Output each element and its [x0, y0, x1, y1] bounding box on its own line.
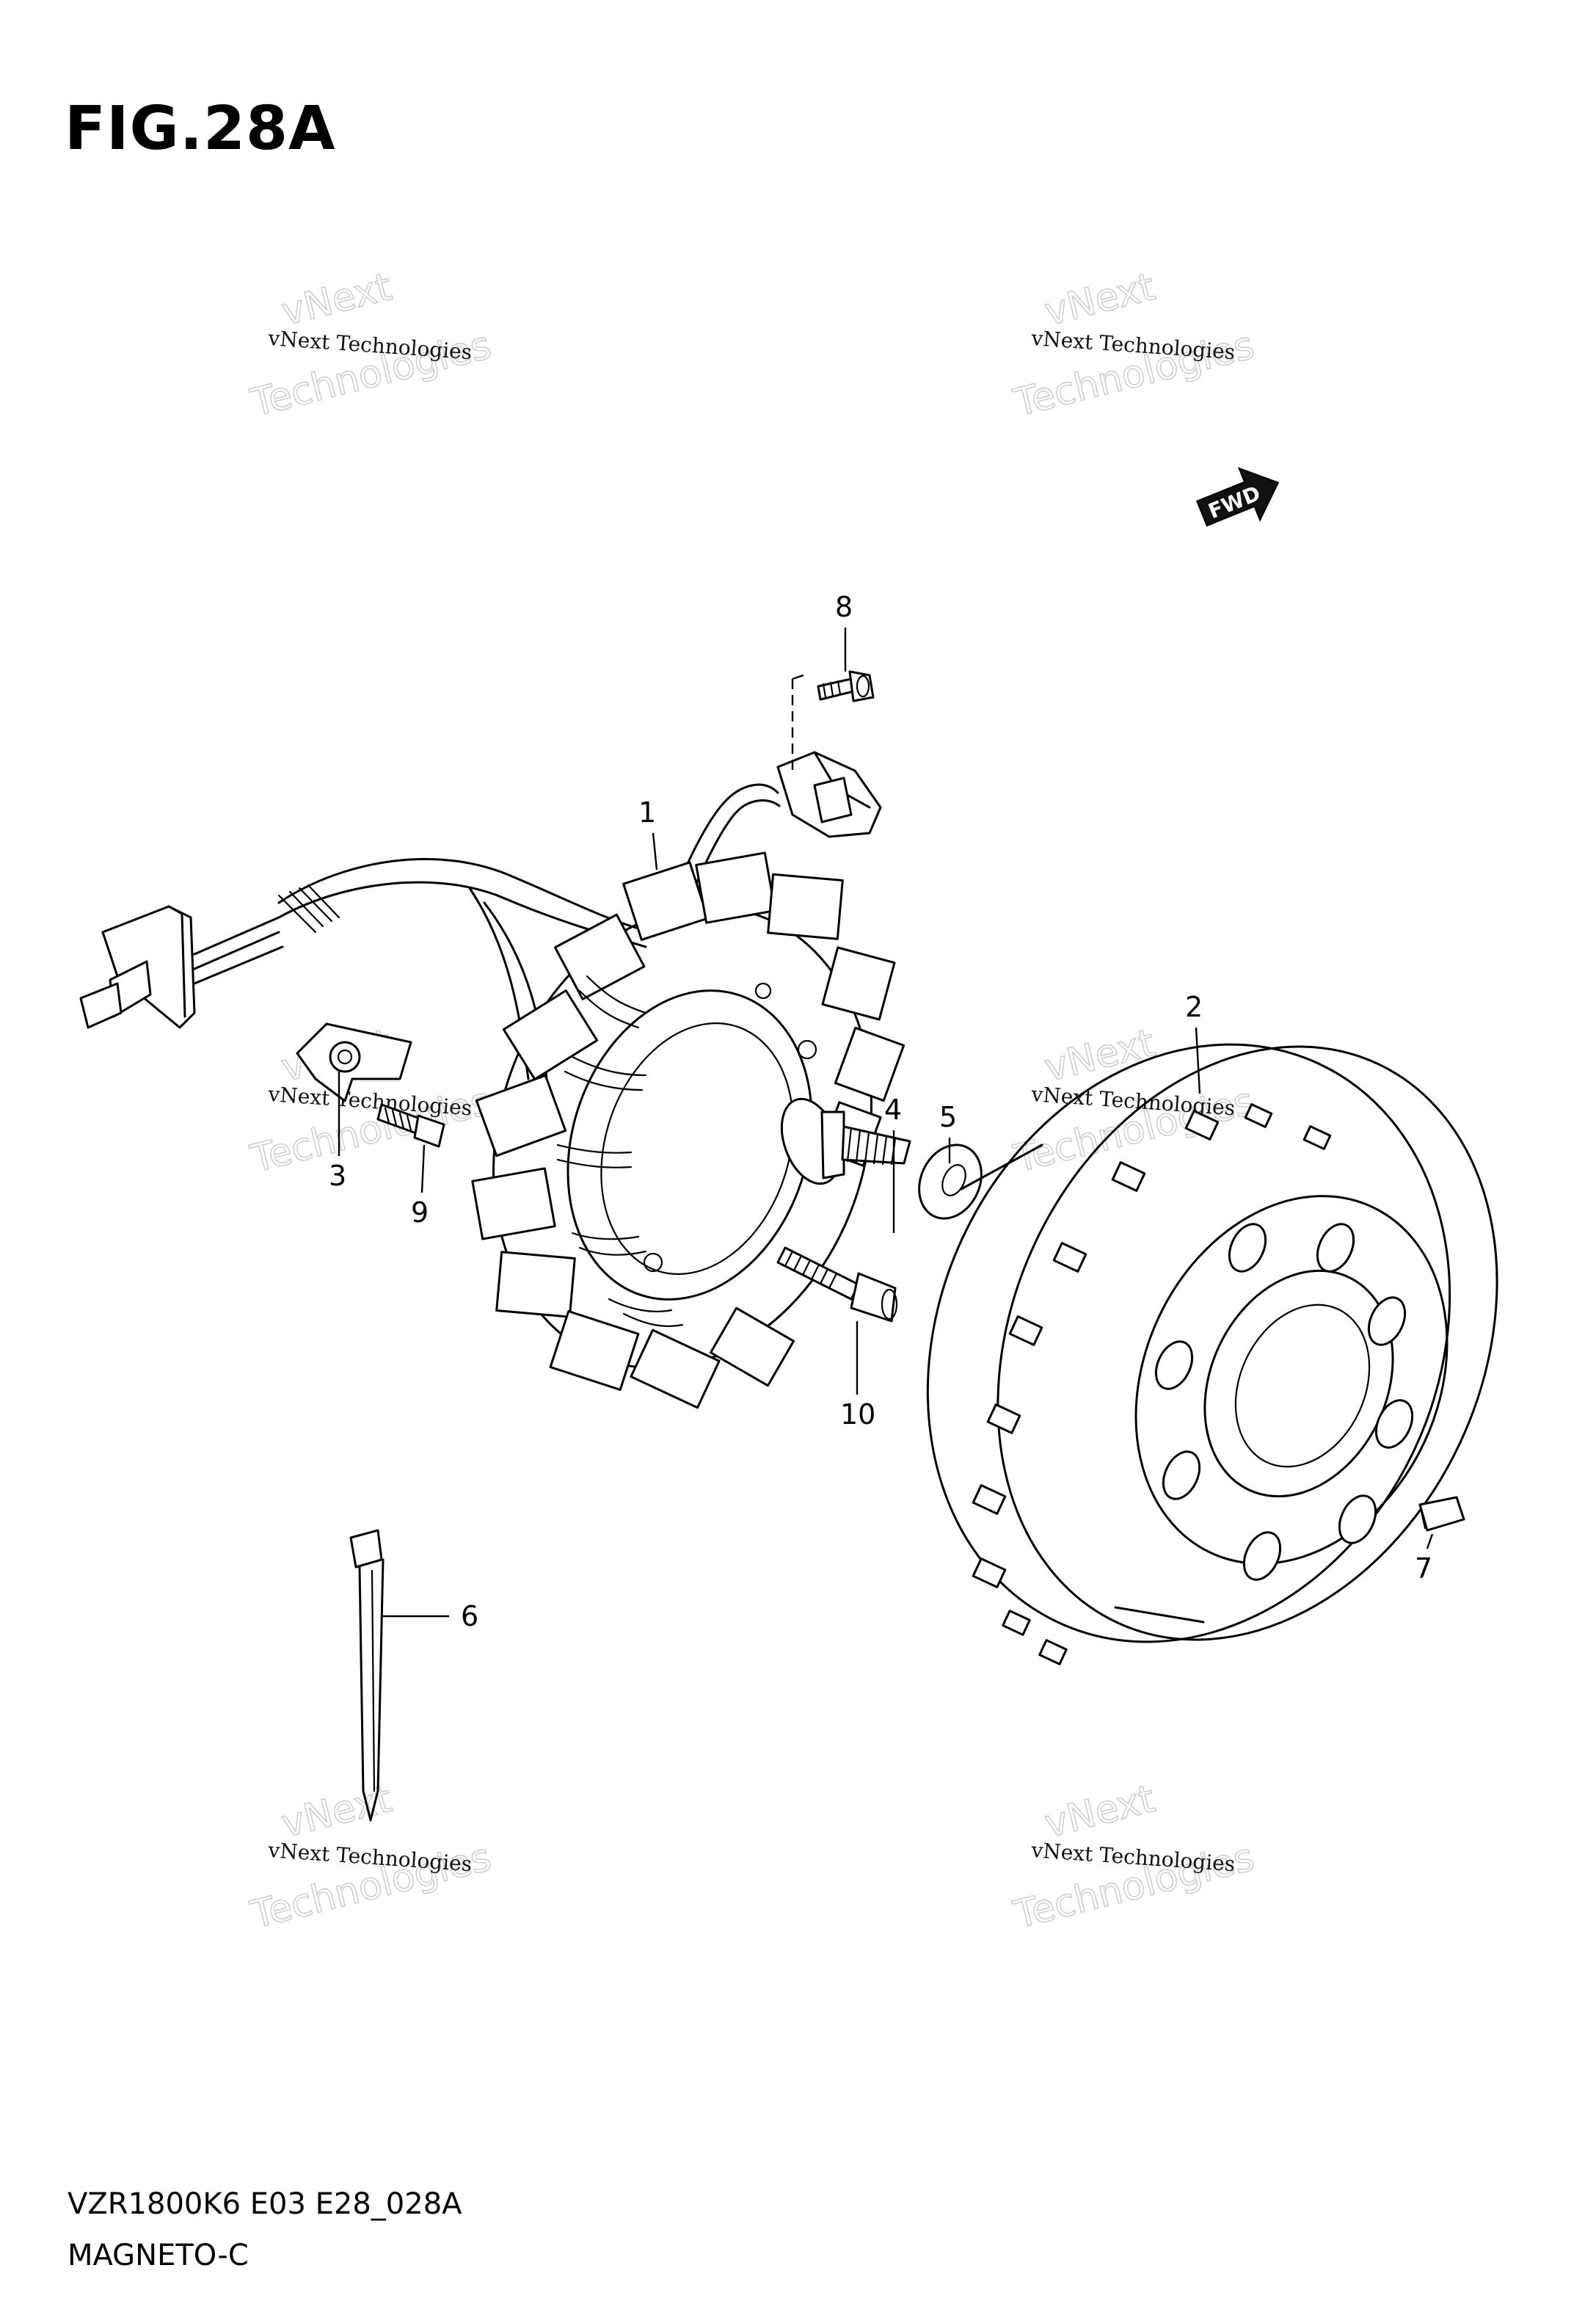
diagram-name: MAGNETO-C [68, 2239, 249, 2272]
watermark-top-left: vNext Technologies vNext Technologies [246, 264, 496, 426]
stator-bolt [776, 1246, 898, 1323]
bolt-8 [817, 670, 875, 702]
callout-number: 2 [1185, 991, 1203, 1023]
washer [918, 1144, 983, 1220]
watermark-bottom-left: vNext Technologies vNext Technologies [246, 1776, 496, 1938]
callout-number: 3 [329, 1160, 346, 1192]
callout-number: 10 [840, 1398, 875, 1431]
rotor-recesses [1154, 1223, 1414, 1581]
callouts: 1 2 3 4 5 6 7 8 [329, 591, 1434, 1632]
callout-number: 5 [939, 1101, 957, 1133]
diagram-code: VZR1800K6 E03 E28_028A [68, 2187, 462, 2221]
callout-10: 10 [840, 1321, 875, 1431]
callout-number: 7 [1415, 1552, 1432, 1585]
watermark-big-a: vNext [1041, 1021, 1159, 1091]
callout-9: 9 [411, 1144, 429, 1229]
clamp [296, 1022, 412, 1102]
rotor [926, 1043, 1498, 1665]
cable-tie [349, 1529, 385, 1822]
callout-3: 3 [329, 1072, 346, 1192]
callout-5: 5 [939, 1101, 957, 1163]
watermark-big-a: vNext [1041, 1777, 1159, 1847]
callout-number: 8 [835, 591, 853, 623]
callout-7: 7 [1415, 1533, 1434, 1585]
figure-title: FIG.28A [65, 94, 336, 164]
callout-number: 4 [884, 1094, 902, 1126]
callout-8: 8 [835, 591, 853, 672]
callout-2: 2 [1185, 991, 1203, 1094]
callout-number: 1 [638, 796, 656, 829]
fwd-arrow-icon: FWD [1195, 467, 1280, 527]
callout-6: 6 [383, 1600, 478, 1632]
bolt-9 [376, 1103, 445, 1148]
stator-harness [79, 674, 882, 1080]
watermark-bottom-right: vNext Technologies vNext Technologies [1009, 1776, 1259, 1938]
watermark-big-a: vNext [1041, 265, 1159, 335]
callout-1: 1 [638, 796, 658, 870]
key [1418, 1496, 1465, 1532]
watermark-big-a: vNext [277, 265, 396, 335]
callout-4: 4 [884, 1094, 902, 1233]
rotor-magnets [972, 1103, 1332, 1665]
callout-number: 6 [461, 1600, 478, 1632]
watermark-top-right: vNext Technologies vNext Technologies [1009, 264, 1259, 426]
callout-number: 9 [411, 1196, 429, 1229]
